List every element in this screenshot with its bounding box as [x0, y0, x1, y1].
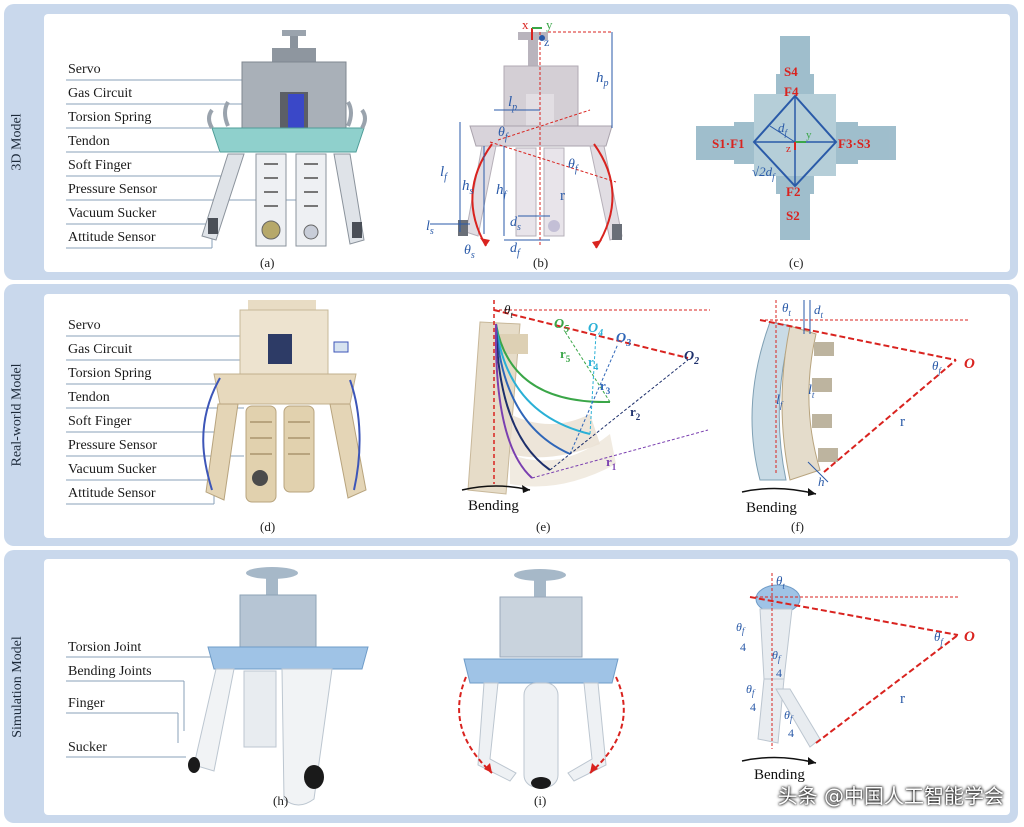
f-theta-f: θf	[932, 358, 942, 376]
j-theta-f: θf	[934, 629, 944, 647]
f-o: O	[964, 356, 975, 372]
panel-e-figure: θt O5 O4 O3 O2 r5 r4 r3 r2 r1 Bending	[461, 300, 710, 514]
c-df: df	[778, 120, 789, 138]
panel-d-figure	[66, 300, 367, 505]
j-quarter-4: 4	[788, 726, 794, 740]
j-theta-f-quarter-3: θf	[746, 682, 756, 698]
c-s4: S4	[784, 64, 798, 79]
j-quarter-3: 4	[750, 700, 756, 714]
j-theta-t: θt	[776, 573, 785, 591]
c-z: z	[786, 143, 791, 155]
label-h-finger: Finger	[68, 696, 105, 711]
label-d-attitude-sensor: Attitude Sensor	[68, 486, 156, 501]
b-theta-f-right: θf	[568, 157, 579, 175]
e-radius-r5: r5	[560, 346, 571, 364]
label-h-bending-joints: Bending Joints	[68, 664, 152, 679]
caption-h: (h)	[273, 793, 289, 808]
f-lt: lt	[808, 383, 815, 400]
b-hp: hp	[596, 70, 609, 89]
label-d-tendon: Tendon	[68, 390, 110, 405]
c-sqrt2df: √2df	[752, 164, 776, 182]
b-ls: ls	[426, 219, 434, 237]
j-theta-f-quarter-2: θf	[772, 648, 782, 664]
label-a-servo: Servo	[68, 62, 101, 77]
label-a-vacuum-sucker: Vacuum Sucker	[68, 206, 157, 221]
caption-i: (i)	[534, 793, 547, 808]
label-d-pressure-sensor: Pressure Sensor	[68, 438, 158, 453]
j-quarter-2: 4	[776, 666, 782, 680]
label-h-sucker: Sucker	[68, 740, 107, 755]
label-a-pressure-sensor: Pressure Sensor	[68, 182, 158, 197]
panel-j-figure: θt θf 4 θf 4 θf 4 θf 4 θf O r Bending	[736, 573, 975, 783]
label-a-gas-circuit: Gas Circuit	[68, 86, 133, 101]
c-y: y	[806, 129, 812, 141]
j-r: r	[900, 691, 905, 707]
row-title-sim: Simulation Model	[10, 635, 25, 738]
caption-b: (b)	[533, 255, 549, 270]
j-bending: Bending	[754, 767, 805, 783]
f-bending: Bending	[746, 500, 797, 516]
c-s2: S2	[786, 208, 800, 223]
b-sym-z: z	[544, 35, 549, 49]
label-a-torsion-spring: Torsion Spring	[68, 110, 152, 125]
j-theta-f-quarter-1: θf	[736, 620, 746, 636]
e-radius-r1: r1	[606, 454, 617, 472]
e-bending: Bending	[468, 498, 519, 514]
caption-a: (a)	[260, 255, 275, 270]
b-lp: lp	[508, 94, 517, 113]
row-title-3d: 3D Model	[10, 113, 26, 171]
b-theta-s: θs	[464, 243, 475, 261]
e-radius-r3: r3	[600, 378, 611, 396]
label-h-torsion-joint: Torsion Joint	[68, 640, 142, 655]
panel-i-figure	[458, 569, 625, 789]
caption-f: (f)	[791, 519, 804, 534]
label-a-tendon: Tendon	[68, 134, 110, 149]
f-r: r	[900, 414, 905, 430]
j-theta-f-quarter-4: θf	[784, 708, 794, 724]
label-d-torsion-spring: Torsion Spring	[68, 366, 152, 381]
panel-a-figure	[66, 30, 367, 249]
b-ds: ds	[510, 215, 521, 233]
label-a-soft-finger: Soft Finger	[68, 158, 132, 173]
row-title-real: Real-world Model	[10, 363, 25, 467]
e-center-o3: O3	[616, 331, 631, 349]
e-center-o2: O2	[684, 349, 699, 367]
c-s1f1: S1·F1	[712, 136, 745, 151]
e-radius-r2: r2	[630, 404, 641, 422]
j-o: O	[964, 629, 975, 645]
f-h: h	[818, 474, 825, 489]
panel-f-figure: θt dt lt lf θf O r h Bending	[741, 300, 975, 516]
f-lf: lf	[776, 393, 784, 410]
b-df: df	[510, 241, 521, 259]
b-r: r	[560, 188, 565, 204]
label-d-vacuum-sucker: Vacuum Sucker	[68, 462, 157, 477]
panel-b-figure: x y z hp lp θf θf lf hs hf r ls ds df θs	[426, 17, 623, 261]
label-d-servo: Servo	[68, 318, 101, 333]
b-theta-f-top: θf	[498, 125, 509, 143]
f-dt: dt	[814, 302, 824, 320]
c-f4: F4	[784, 84, 799, 99]
label-d-soft-finger: Soft Finger	[68, 414, 132, 429]
caption-e: (e)	[536, 519, 551, 534]
e-center-o4: O4	[588, 321, 603, 339]
panel-c-figure: S4 F4 S1·F1 F3·S3 F2 S2 df √2df y z	[696, 36, 896, 240]
label-d-gas-circuit: Gas Circuit	[68, 342, 133, 357]
caption-d: (d)	[260, 519, 276, 534]
watermark: 头条 @中国人工智能学会	[777, 784, 1004, 808]
panel-h-figure	[66, 567, 369, 806]
label-a-attitude-sensor: Attitude Sensor	[68, 230, 156, 245]
b-sym-y: y	[546, 17, 553, 32]
j-quarter-1: 4	[740, 640, 746, 654]
b-sym-x: x	[522, 17, 529, 32]
b-lf: lf	[440, 164, 448, 183]
f-theta-t: θt	[782, 300, 791, 318]
b-hs: hs	[462, 178, 474, 197]
e-theta-t: θt	[504, 302, 513, 320]
c-f2: F2	[786, 184, 800, 199]
caption-c: (c)	[789, 255, 804, 270]
b-hf: hf	[496, 182, 508, 201]
c-f3s3: F3·S3	[838, 136, 871, 151]
e-center-o5: O5	[554, 317, 569, 335]
e-radius-r4: r4	[588, 354, 599, 372]
